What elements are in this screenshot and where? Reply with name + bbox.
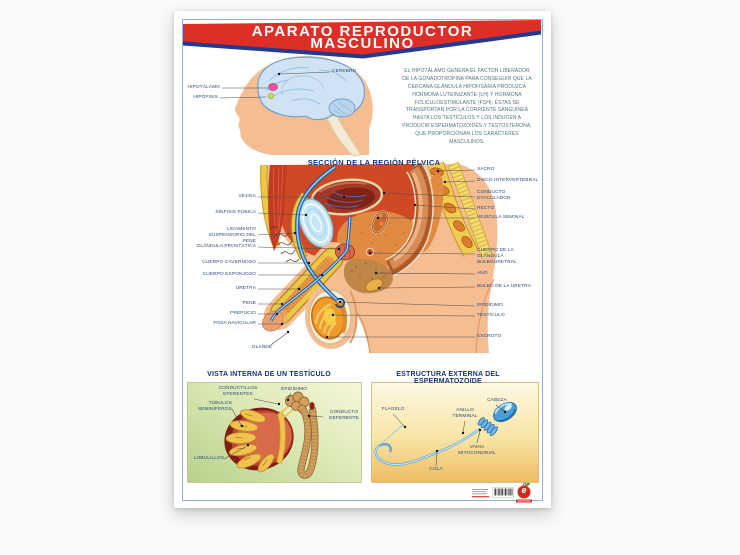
pubic-symphysis [298,198,334,248]
label-flagelo: FLAGELO [381,407,405,412]
sperm-section-title: ESTRUCTURA EXTERNA DEL ESPERMATOZOIDE [396,371,500,385]
label-uretra: URETRA [235,286,256,291]
label-pene: PENE [242,301,256,306]
testicle-section-title: VISTA INTERNA DE UN TESTÍCULO [207,371,331,378]
pubic-hair [269,226,300,263]
poster-border-frame [182,19,543,501]
leader-lines [219,71,505,467]
sperm-panel-background [371,382,539,483]
label-tubulos-seminiferos: TÚBULOS SEMINÍFEROS [197,401,232,412]
label-disco-intervertebral: DISCO INTERVERTEBRAL [477,178,539,183]
label-glande: GLANDE [251,345,273,350]
label-lobulillos: LOBULILLOS [193,456,225,461]
vas-deferens [295,165,346,308]
leader-dots [240,72,507,453]
pelvis-illustration [260,161,498,354]
vas-tip [309,402,315,410]
label-cola: COLA [429,467,443,472]
poster-title-line1: APARATO REPRODUCTOR [251,23,474,40]
label-anillo-terminal: ANILLO TERMINAL [452,408,478,419]
publisher-info-lines [472,489,489,498]
pelvis-section-title: SECCIÓN DE LA REGIÓN PÉLVICA [307,158,441,167]
midpiece-rings [477,417,498,436]
head-illustration [234,56,373,157]
label-bulbo-uretra: BULBO DE LA URETRA [477,284,532,289]
label-cuerpo-cavernoso: CUERPO CAVERNOSO [202,260,256,265]
poster-title-line2: MASCULINO [310,35,415,52]
label-sinfisis-pubica: SÍNFISIS PÚBICA [215,210,256,215]
testicle-illustration [224,391,319,479]
lobules [225,409,275,473]
label-vejiga: VEJIGA [238,194,256,199]
label-hipofisis: HIPÓFISIS [193,95,218,100]
label-epididimo: EPIDÍDIMO [477,303,503,308]
testicle-panel-background [187,382,362,483]
label-sacro: SACRO [477,167,495,172]
apple-logo-icon [516,482,532,503]
publisher-block [472,482,532,503]
label-prepucio: PREPUCIO [230,311,256,316]
pituitary-marker [268,93,274,99]
urethra-tube [269,216,352,322]
label-conducto-deferente: CONDUCTO DEFERENTE [329,410,359,421]
label-cuerpo-esponjoso: CUERPO ESPONJOSO [202,272,256,277]
label-vaina-mitocondrial: VAINA MITOCONDRIAL [458,445,496,456]
publisher-logo-letter: e [521,485,527,495]
label-recto: RECTO [477,206,495,211]
label-testiculo: TESTÍCULO [477,313,505,318]
label-ligamento-suspensorio: LIGAMENTO SUSPENSORIO DEL PENE [208,227,256,244]
label-vesicula-seminal: VESÍCULA SEMINAL [477,215,525,220]
anatomy-poster: APARATO REPRODUCTOR MASCULINO CEREBRO HI… [174,11,551,508]
label-cerebro: CEREBRO [332,69,357,74]
seminal-vesicle [371,210,389,234]
label-conductillos-eferentes: CONDUCTILLOS EFERENTES [218,386,258,397]
label-fosa-navicular: FOSA NAVICULAR [213,321,256,326]
label-glandula-prostatica: GLÁNDULA PROSTÁTICA [196,244,256,249]
barcode [492,487,514,498]
epididymis [285,391,319,479]
label-glandula-bulbouretral: CUERPO DE LA GLÁNDULA BULBOURETRAL [477,248,517,265]
intervertebral-discs [430,167,473,249]
scrotum-testicle [305,283,358,349]
bladder [310,178,384,216]
label-escroto: ESCROTO [477,334,502,339]
title-banner [183,20,541,59]
poster-artwork [183,20,541,503]
label-cabeza: CABEZA [487,398,507,403]
label-epididimo-panel: EPIDÍDIMO [281,387,307,392]
label-hipotalamo: HIPOTÁLAMO [187,85,220,90]
label-conducto-eyaculador: CONDUCTO EYACULADOR [477,190,511,201]
intro-paragraph: EL HIPOTÁLAMO GENERA EL FACTOR LIBERADOR… [402,68,532,146]
hypothalamus-marker [268,83,278,91]
label-ano: ANO [477,271,488,276]
